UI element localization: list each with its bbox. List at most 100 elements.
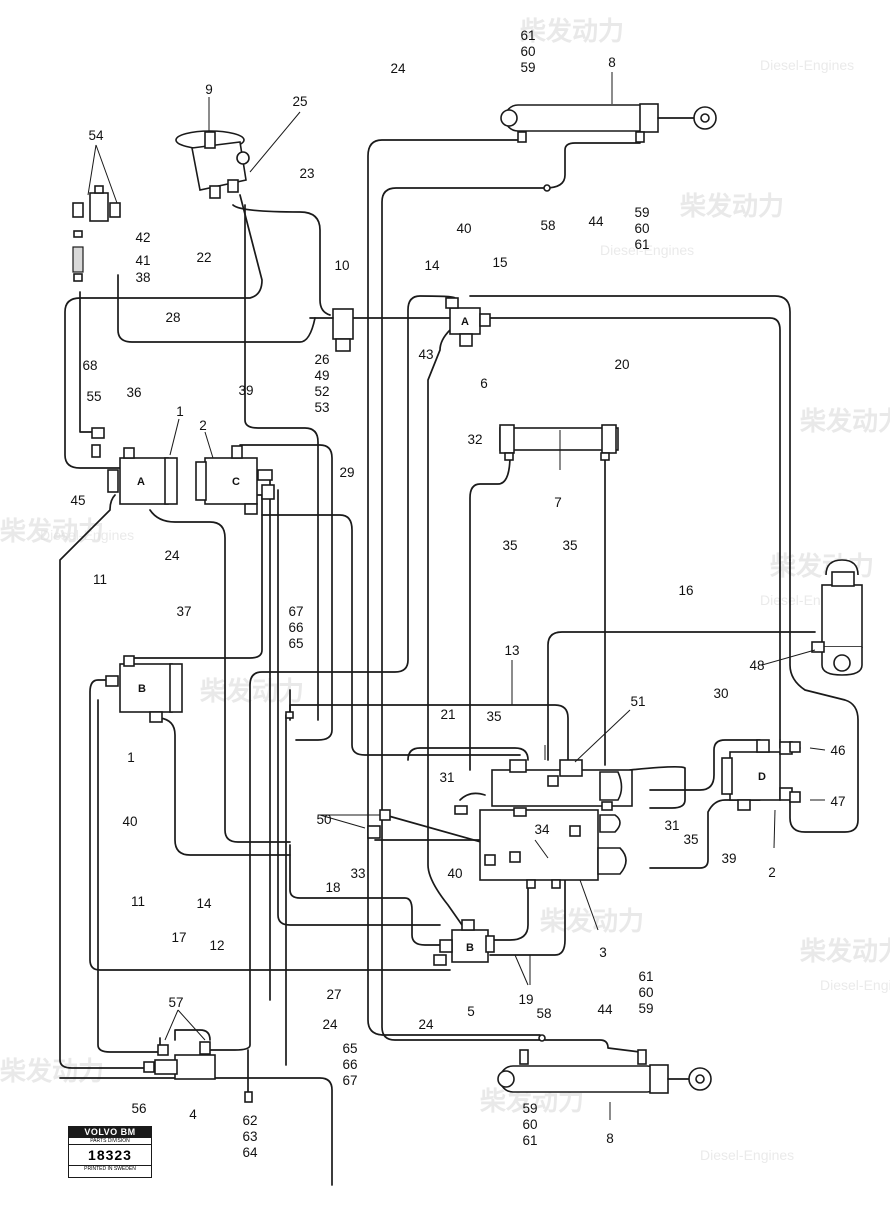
label-2: 2 bbox=[199, 418, 207, 433]
label-50: 50 bbox=[316, 812, 331, 827]
label-45: 45 bbox=[70, 493, 85, 508]
label-61: 61 bbox=[522, 1133, 537, 1148]
label-58: 58 bbox=[540, 218, 555, 233]
label-61: 61 bbox=[634, 237, 649, 252]
label-29: 29 bbox=[339, 465, 354, 480]
label-67: 67 bbox=[342, 1073, 357, 1088]
label-22: 22 bbox=[196, 250, 211, 265]
label-64: 64 bbox=[242, 1145, 258, 1160]
label-47: 47 bbox=[830, 794, 845, 809]
label-16: 16 bbox=[678, 583, 693, 598]
label-5: 5 bbox=[467, 1004, 475, 1019]
label-35: 35 bbox=[683, 832, 698, 847]
label-12: 12 bbox=[209, 938, 224, 953]
component-letter: B bbox=[138, 683, 146, 695]
filter-10 bbox=[309, 308, 354, 352]
label-65: 65 bbox=[288, 636, 303, 651]
label-59: 59 bbox=[634, 205, 649, 220]
label-15: 15 bbox=[492, 255, 507, 270]
label-4: 4 bbox=[189, 1107, 197, 1122]
label-46: 46 bbox=[830, 743, 845, 758]
component-letter: A bbox=[137, 476, 145, 488]
label-42: 42 bbox=[135, 230, 150, 245]
label-28: 28 bbox=[165, 310, 180, 325]
label-60: 60 bbox=[522, 1117, 537, 1132]
watermark-en: Diesel-Engines bbox=[760, 57, 854, 73]
label-9: 9 bbox=[205, 82, 213, 97]
label-60: 60 bbox=[634, 221, 649, 236]
label-61: 61 bbox=[638, 969, 653, 984]
label-35: 35 bbox=[502, 538, 517, 553]
label-6: 6 bbox=[480, 376, 488, 391]
watermark-en: Diesel-Engines bbox=[40, 527, 134, 543]
stamp-division: PARTS DIVISION bbox=[69, 1138, 151, 1145]
cylinder-8-bottom bbox=[497, 1049, 712, 1094]
label-13: 13 bbox=[504, 643, 519, 658]
label-40: 40 bbox=[122, 814, 137, 829]
label-44: 44 bbox=[588, 214, 604, 229]
steering-unit-9 bbox=[175, 130, 250, 199]
label-68: 68 bbox=[82, 358, 97, 373]
fitting-65 bbox=[285, 711, 294, 719]
label-1: 1 bbox=[127, 750, 135, 765]
label-10: 10 bbox=[334, 258, 349, 273]
label-31: 31 bbox=[664, 818, 679, 833]
label-56: 56 bbox=[131, 1101, 146, 1116]
label-40: 40 bbox=[456, 221, 471, 236]
watermark-cn: 柴发动力 bbox=[679, 191, 784, 221]
watermark-cn: 柴发动力 bbox=[769, 551, 874, 581]
watermark-cn: 柴发动力 bbox=[799, 936, 890, 966]
label-60: 60 bbox=[520, 44, 535, 59]
label-24: 24 bbox=[390, 61, 406, 76]
label-31: 31 bbox=[439, 770, 454, 785]
label-65: 65 bbox=[342, 1041, 357, 1056]
cylinder-8-top bbox=[500, 103, 717, 143]
label-1: 1 bbox=[176, 404, 184, 419]
fitting-50 bbox=[367, 809, 391, 839]
part-number-labels: 61 60 59 8 24 9 25 54 23 59 60 61 44 58 … bbox=[70, 28, 845, 1160]
watermark-cn: 柴发动力 bbox=[199, 676, 304, 706]
label-24: 24 bbox=[164, 548, 180, 563]
watermark-en: Diesel-Engines bbox=[700, 1147, 794, 1163]
label-59: 59 bbox=[522, 1101, 537, 1116]
label-8: 8 bbox=[608, 55, 616, 70]
label-27: 27 bbox=[326, 987, 341, 1002]
label-38: 38 bbox=[135, 270, 150, 285]
label-36: 36 bbox=[126, 385, 141, 400]
label-39: 39 bbox=[238, 383, 253, 398]
component-letter: A bbox=[461, 316, 469, 328]
stamp-number: 18323 bbox=[88, 1147, 132, 1163]
pump-a-1: A bbox=[91, 427, 178, 505]
label-2: 2 bbox=[768, 865, 776, 880]
label-60: 60 bbox=[638, 985, 653, 1000]
label-11: 11 bbox=[93, 572, 107, 587]
watermark-en: Diesel-Engines bbox=[600, 242, 694, 258]
label-11: 11 bbox=[131, 894, 145, 909]
pump-c-2: C bbox=[195, 445, 275, 515]
label-24: 24 bbox=[322, 1017, 338, 1032]
label-59: 59 bbox=[520, 60, 535, 75]
label-51: 51 bbox=[630, 694, 645, 709]
stamp-brand: VOLVO BM bbox=[69, 1127, 151, 1138]
label-66: 66 bbox=[342, 1057, 357, 1072]
label-14: 14 bbox=[424, 258, 440, 273]
label-32: 32 bbox=[467, 432, 482, 447]
valve-b-5: B bbox=[433, 919, 495, 966]
label-57: 57 bbox=[168, 995, 183, 1010]
fitting-62 bbox=[244, 1091, 253, 1103]
watermark-cn: 柴发动力 bbox=[799, 406, 890, 436]
label-21: 21 bbox=[440, 707, 455, 722]
label-17: 17 bbox=[171, 930, 186, 945]
label-58: 58 bbox=[536, 1006, 551, 1021]
label-39: 39 bbox=[721, 851, 736, 866]
label-55: 55 bbox=[86, 389, 101, 404]
label-52: 52 bbox=[314, 384, 329, 399]
label-35: 35 bbox=[562, 538, 577, 553]
label-26: 26 bbox=[314, 352, 329, 367]
watermark-en: Diesel-Engines bbox=[820, 977, 890, 993]
label-8: 8 bbox=[606, 1131, 614, 1146]
valve-4 bbox=[143, 1041, 216, 1080]
label-23: 23 bbox=[299, 166, 314, 181]
component-letter: C bbox=[232, 476, 240, 488]
